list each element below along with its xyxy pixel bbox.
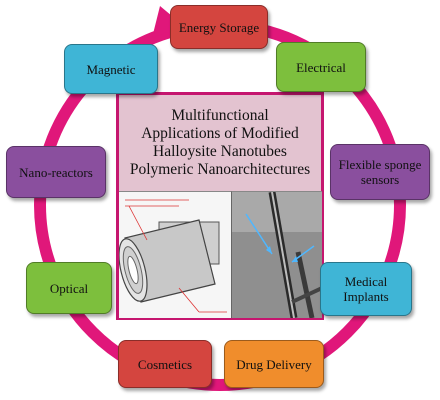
- node-label: Optical: [49, 280, 89, 296]
- center-title-line: Applications of Modified: [141, 125, 299, 142]
- node-electrical: Electrical: [276, 42, 366, 92]
- center-title-line: Polymeric Nanoarchitectures: [129, 161, 311, 178]
- node-label: Drug Delivery: [236, 356, 312, 372]
- node-optical: Optical: [26, 262, 112, 314]
- ring-arrowhead: [152, 6, 184, 38]
- node-label: Flexible sponge sensors: [338, 157, 422, 187]
- node-cosmetics: Cosmetics: [118, 340, 212, 388]
- center-title: Multifunctional Applications of Modified…: [119, 95, 321, 191]
- node-energy-storage: Energy Storage: [170, 5, 268, 49]
- node-label: Cosmetics: [137, 356, 193, 372]
- node-nano-reactors: Nano-reactors: [6, 146, 106, 198]
- node-label: Medical Implants: [343, 274, 389, 304]
- node-label: Energy Storage: [178, 19, 260, 35]
- node-medical-implants: Medical Implants: [320, 262, 412, 316]
- node-label: Magnetic: [86, 61, 136, 77]
- node-magnetic: Magnetic: [64, 44, 158, 94]
- center-title-line: Halloysite Nanotubes: [153, 143, 287, 160]
- node-drug-delivery: Drug Delivery: [224, 340, 324, 388]
- center-panel: Multifunctional Applications of Modified…: [116, 92, 324, 320]
- tem-micrograph-image: [231, 191, 323, 319]
- node-flexible-sponge-sensors: Flexible sponge sensors: [330, 144, 430, 200]
- nanotube-schematic-image: [118, 191, 231, 318]
- node-label: Electrical: [296, 59, 346, 75]
- center-title-line: Multifunctional: [171, 107, 269, 124]
- node-label: Nano-reactors: [19, 164, 93, 180]
